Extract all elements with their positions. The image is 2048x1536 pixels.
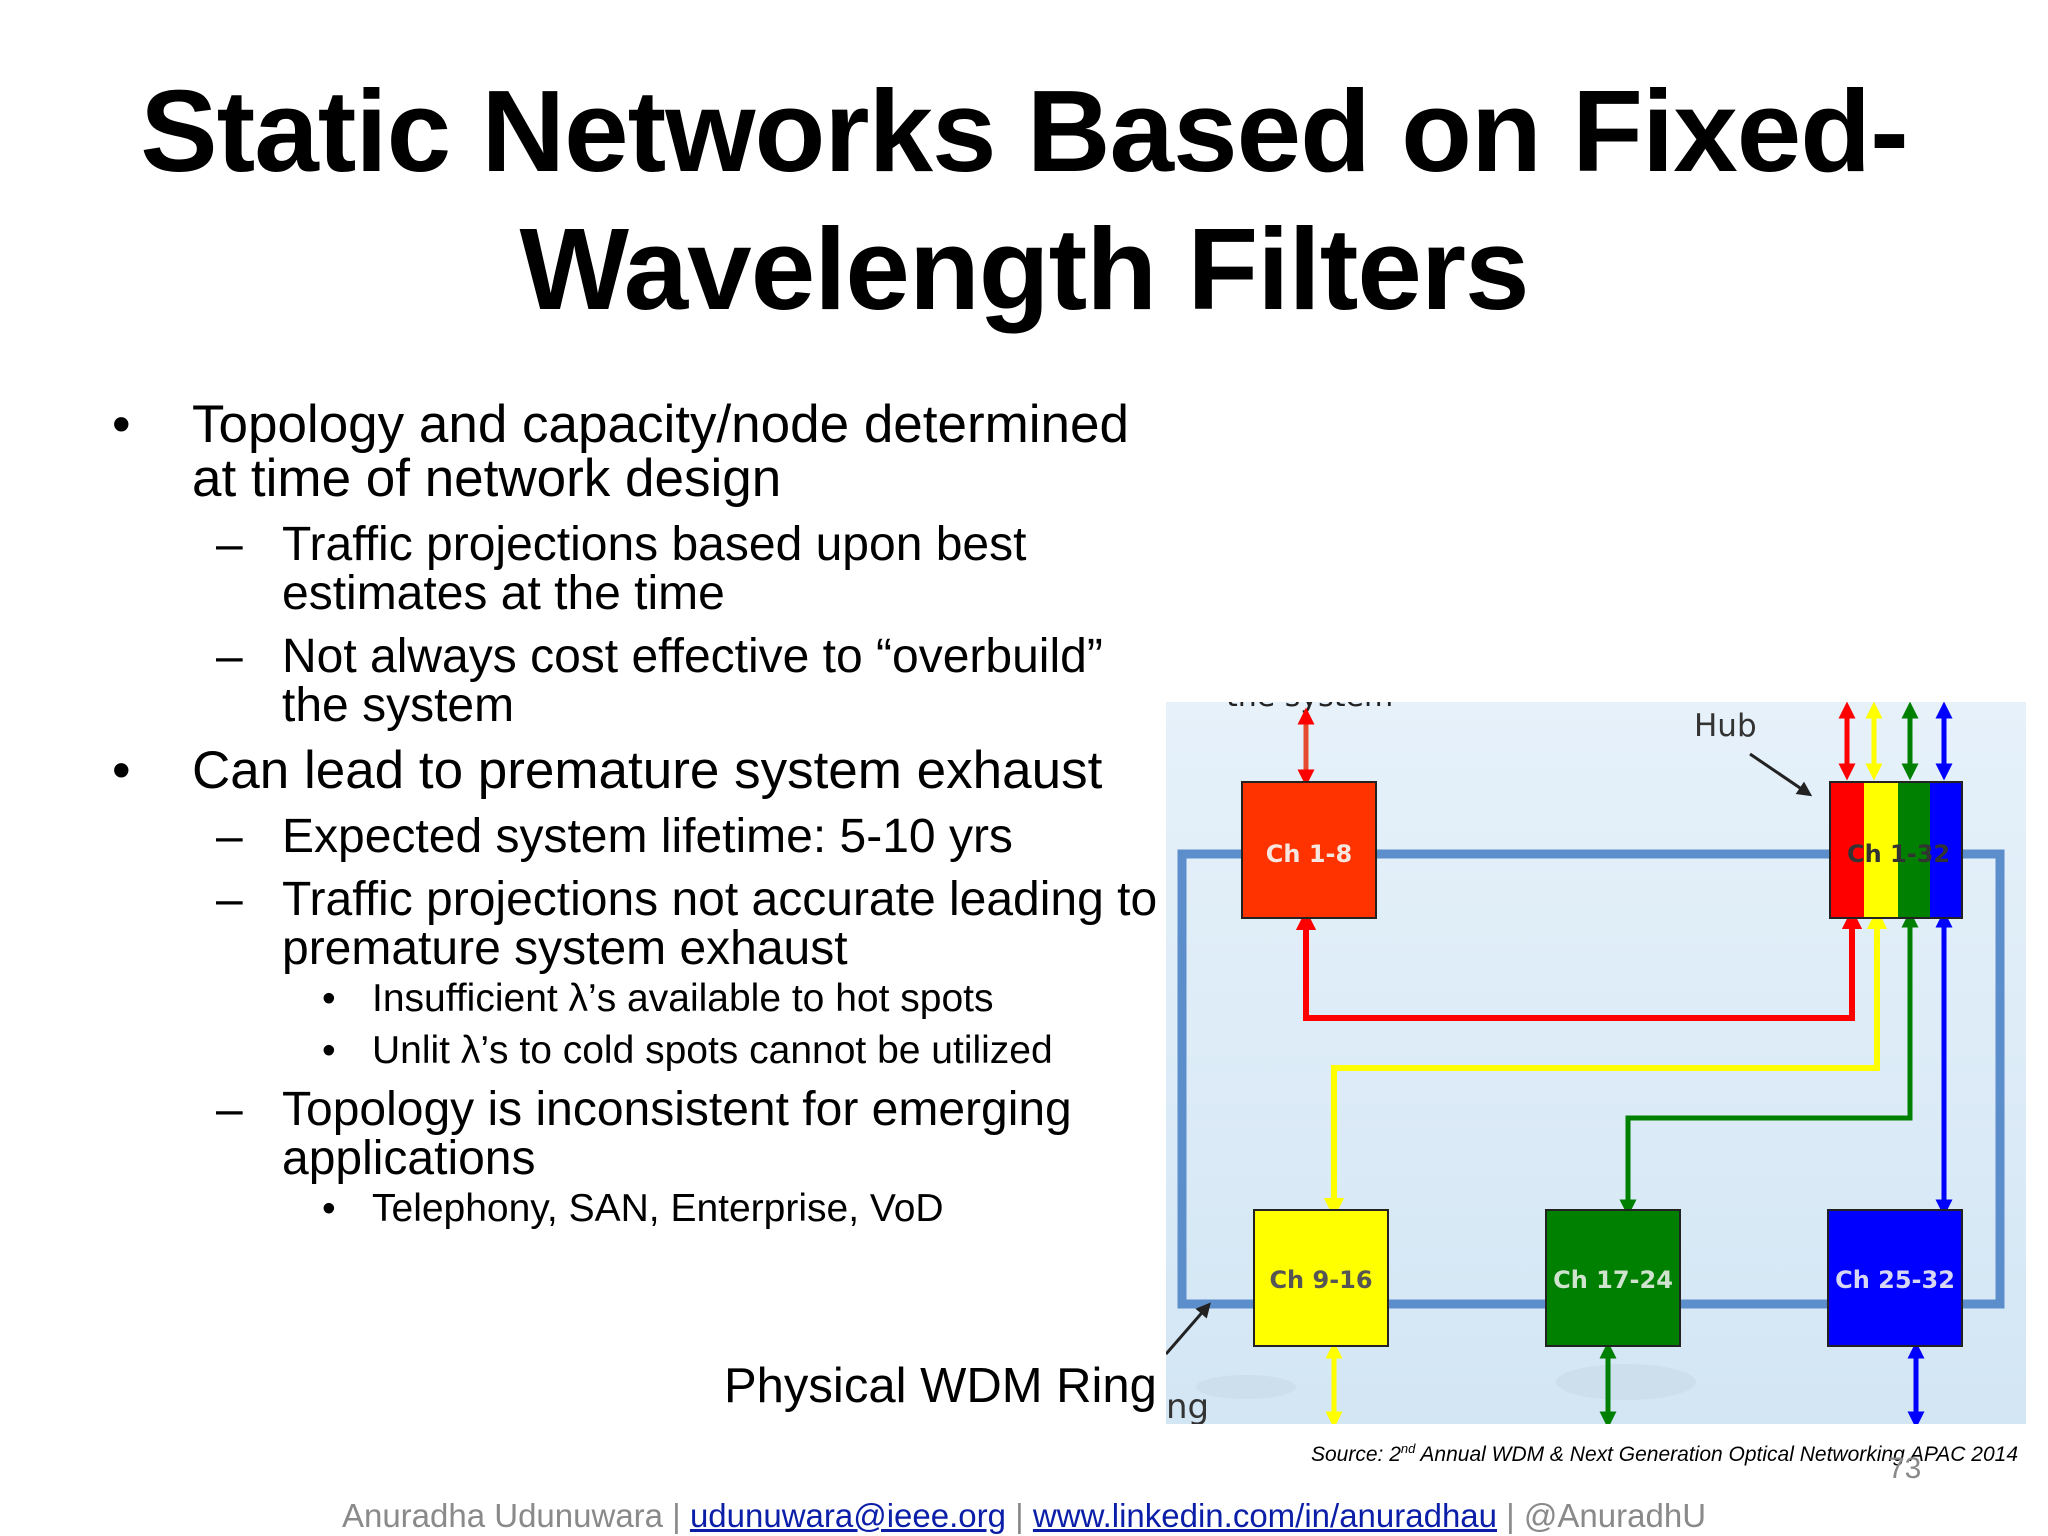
bullet-item: • Topology and capacity/node determined a… (100, 398, 1180, 506)
node-ch-1-8: Ch 1-8 (1241, 781, 1377, 919)
dash-marker: – (216, 630, 243, 683)
node-label: Ch 1-8 (1266, 840, 1352, 868)
bullet-text: Topology and capacity/node determined at… (192, 395, 1129, 508)
footer-separator: | (1005, 1497, 1033, 1534)
node-label: Ch 25-32 (1835, 1266, 1955, 1294)
dash-marker: – (216, 518, 243, 571)
source-superscript: nd (1400, 1441, 1416, 1456)
node-label: Ch 17-24 (1553, 1266, 1673, 1294)
node-ch-25-32: Ch 25-32 (1827, 1209, 1963, 1347)
dash-marker: – (216, 810, 243, 863)
bullet-text: Traffic projections not accurate leading… (282, 873, 1158, 975)
sub-sub-bullet-item: • Telephony, SAN, Enterprise, VoD (100, 1183, 1180, 1235)
sub-sub-bullet-item: • Insufficient λ’s available to hot spots (100, 973, 1180, 1025)
footer: Anuradha Udunuwara | udunuwara@ieee.org … (0, 1496, 2048, 1536)
slide-title: Static Networks Based on Fixed-Wavelengt… (140, 66, 1908, 334)
hub-pointer-arrow (1749, 752, 1813, 797)
sub-bullet-item: –Traffic projections not accurate leadin… (100, 875, 1180, 973)
dash-marker: – (216, 1083, 243, 1136)
node-label: Ch 9-16 (1269, 1266, 1372, 1294)
ring-caption: Physical WDM Ring (724, 1359, 1157, 1413)
sub-bullet-item: –Not always cost effective to “overbuild… (100, 632, 1180, 730)
footer-author: Anuradha Udunuwara | (341, 1497, 681, 1534)
page-number: 73 (1888, 1452, 1922, 1485)
bullet-text: Telephony, SAN, Enterprise, VoD (372, 1187, 944, 1230)
linkedin-link[interactable]: www.linkedin.com/in/anuradhau (1032, 1497, 1498, 1534)
hub-node-label: Ch 1-32 (1847, 840, 1950, 868)
bullet-text: Topology is inconsistent for emerging ap… (282, 1083, 1072, 1185)
bullet-marker: • (322, 1187, 336, 1230)
green-fiber-path (1619, 910, 1919, 1217)
bullet-text: Expected system lifetime: 5-10 yrs (282, 810, 1013, 863)
bullet-text: Unlit λ’s to cold spots cannot be utiliz… (372, 1029, 1053, 1072)
sub-sub-bullet-item: • Unlit λ’s to cold spots cannot be utili… (100, 1025, 1180, 1077)
bullet-marker: • (322, 1029, 336, 1072)
bullet-text: Can lead to premature system exhaust (192, 741, 1103, 800)
bullet-marker: • (112, 741, 131, 800)
bullet-text: Insufficient λ’s available to hot spots (372, 977, 994, 1020)
node-ch-9-16: Ch 9-16 (1253, 1209, 1389, 1347)
clipped-bottom-text: ng (1166, 1387, 1209, 1424)
bullet-item: • Can lead to premature system exhaust (100, 744, 1180, 798)
node-ch-17-24: Ch 17-24 (1545, 1209, 1681, 1347)
ring-pointer-arrow (1166, 1302, 1211, 1355)
source-prefix: Source: 2 (1310, 1443, 1401, 1466)
bullet-marker: • (112, 395, 131, 454)
bullet-text: Traffic projections based upon best esti… (282, 518, 1027, 620)
sub-bullet-item: –Expected system lifetime: 5-10 yrs (100, 812, 1180, 861)
sub-bullet-item: –Traffic projections based upon best est… (100, 520, 1180, 618)
sub-bullet-item: –Topology is inconsistent for emerging a… (100, 1085, 1180, 1183)
bullet-marker: • (322, 977, 336, 1020)
hub-label: Hub (1694, 708, 1757, 744)
decorative-shape (1196, 1375, 1296, 1399)
wdm-ring-diagram: the system Ch 1-8 Ch 9-16 Ch 17-24 Ch 25… (1166, 702, 2026, 1424)
email-link[interactable]: udunuwara@ieee.org (689, 1497, 1006, 1534)
source-suffix: Annual WDM & Next Generation Optical Net… (1415, 1443, 2018, 1466)
footer-handle: | @AnuradhU (1497, 1497, 1707, 1534)
bullet-list: • Topology and capacity/node determined a… (100, 398, 1180, 1235)
bullet-text: Not always cost effective to “overbuild”… (282, 630, 1103, 732)
hub-node: Ch 1-32 (1829, 781, 1963, 919)
source-note: Source: 2nd Annual WDM & Next Generation… (1100, 1436, 2018, 1468)
dash-marker: – (216, 873, 243, 926)
clipped-top-text: the system (1226, 702, 1393, 714)
decorative-shape (1556, 1364, 1696, 1400)
